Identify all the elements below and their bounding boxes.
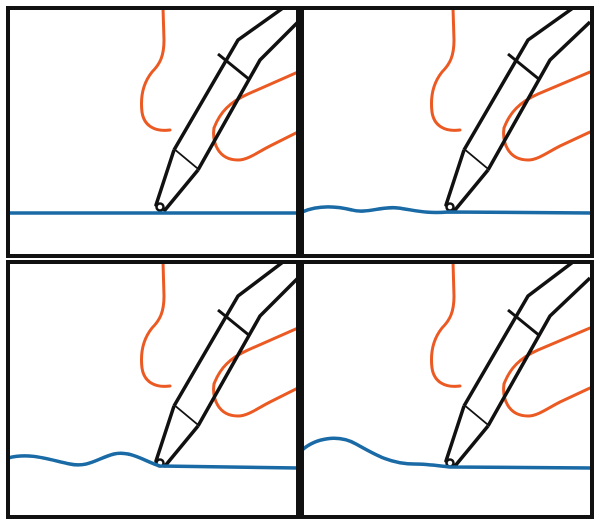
panel-frame-1 <box>6 6 300 258</box>
ink-line-2 <box>302 205 592 215</box>
ink-line-3 <box>8 451 298 470</box>
hand-outline-1 <box>140 8 298 162</box>
hand-outline-3 <box>140 262 298 418</box>
hand-outline-4 <box>430 262 592 418</box>
panel-frames <box>6 6 594 519</box>
hand-drawing-2 <box>430 8 592 212</box>
pen-1 <box>154 8 298 212</box>
panel-frame-4 <box>300 260 594 519</box>
pen-2 <box>444 8 592 212</box>
panel-4 <box>302 262 592 470</box>
hand-outline-2 <box>430 8 592 162</box>
panel-frame-2 <box>300 6 594 258</box>
hand-drawing-4 <box>430 262 592 468</box>
ink-line-4 <box>302 436 592 470</box>
pen-3 <box>154 262 298 468</box>
hand-drawing-1 <box>140 8 298 212</box>
hand-drawing-3 <box>140 262 298 468</box>
panel-2 <box>302 8 592 215</box>
pen-4 <box>444 262 592 468</box>
panel-frame-3 <box>6 260 300 519</box>
panel-1 <box>8 8 298 215</box>
panel-3 <box>8 262 298 470</box>
